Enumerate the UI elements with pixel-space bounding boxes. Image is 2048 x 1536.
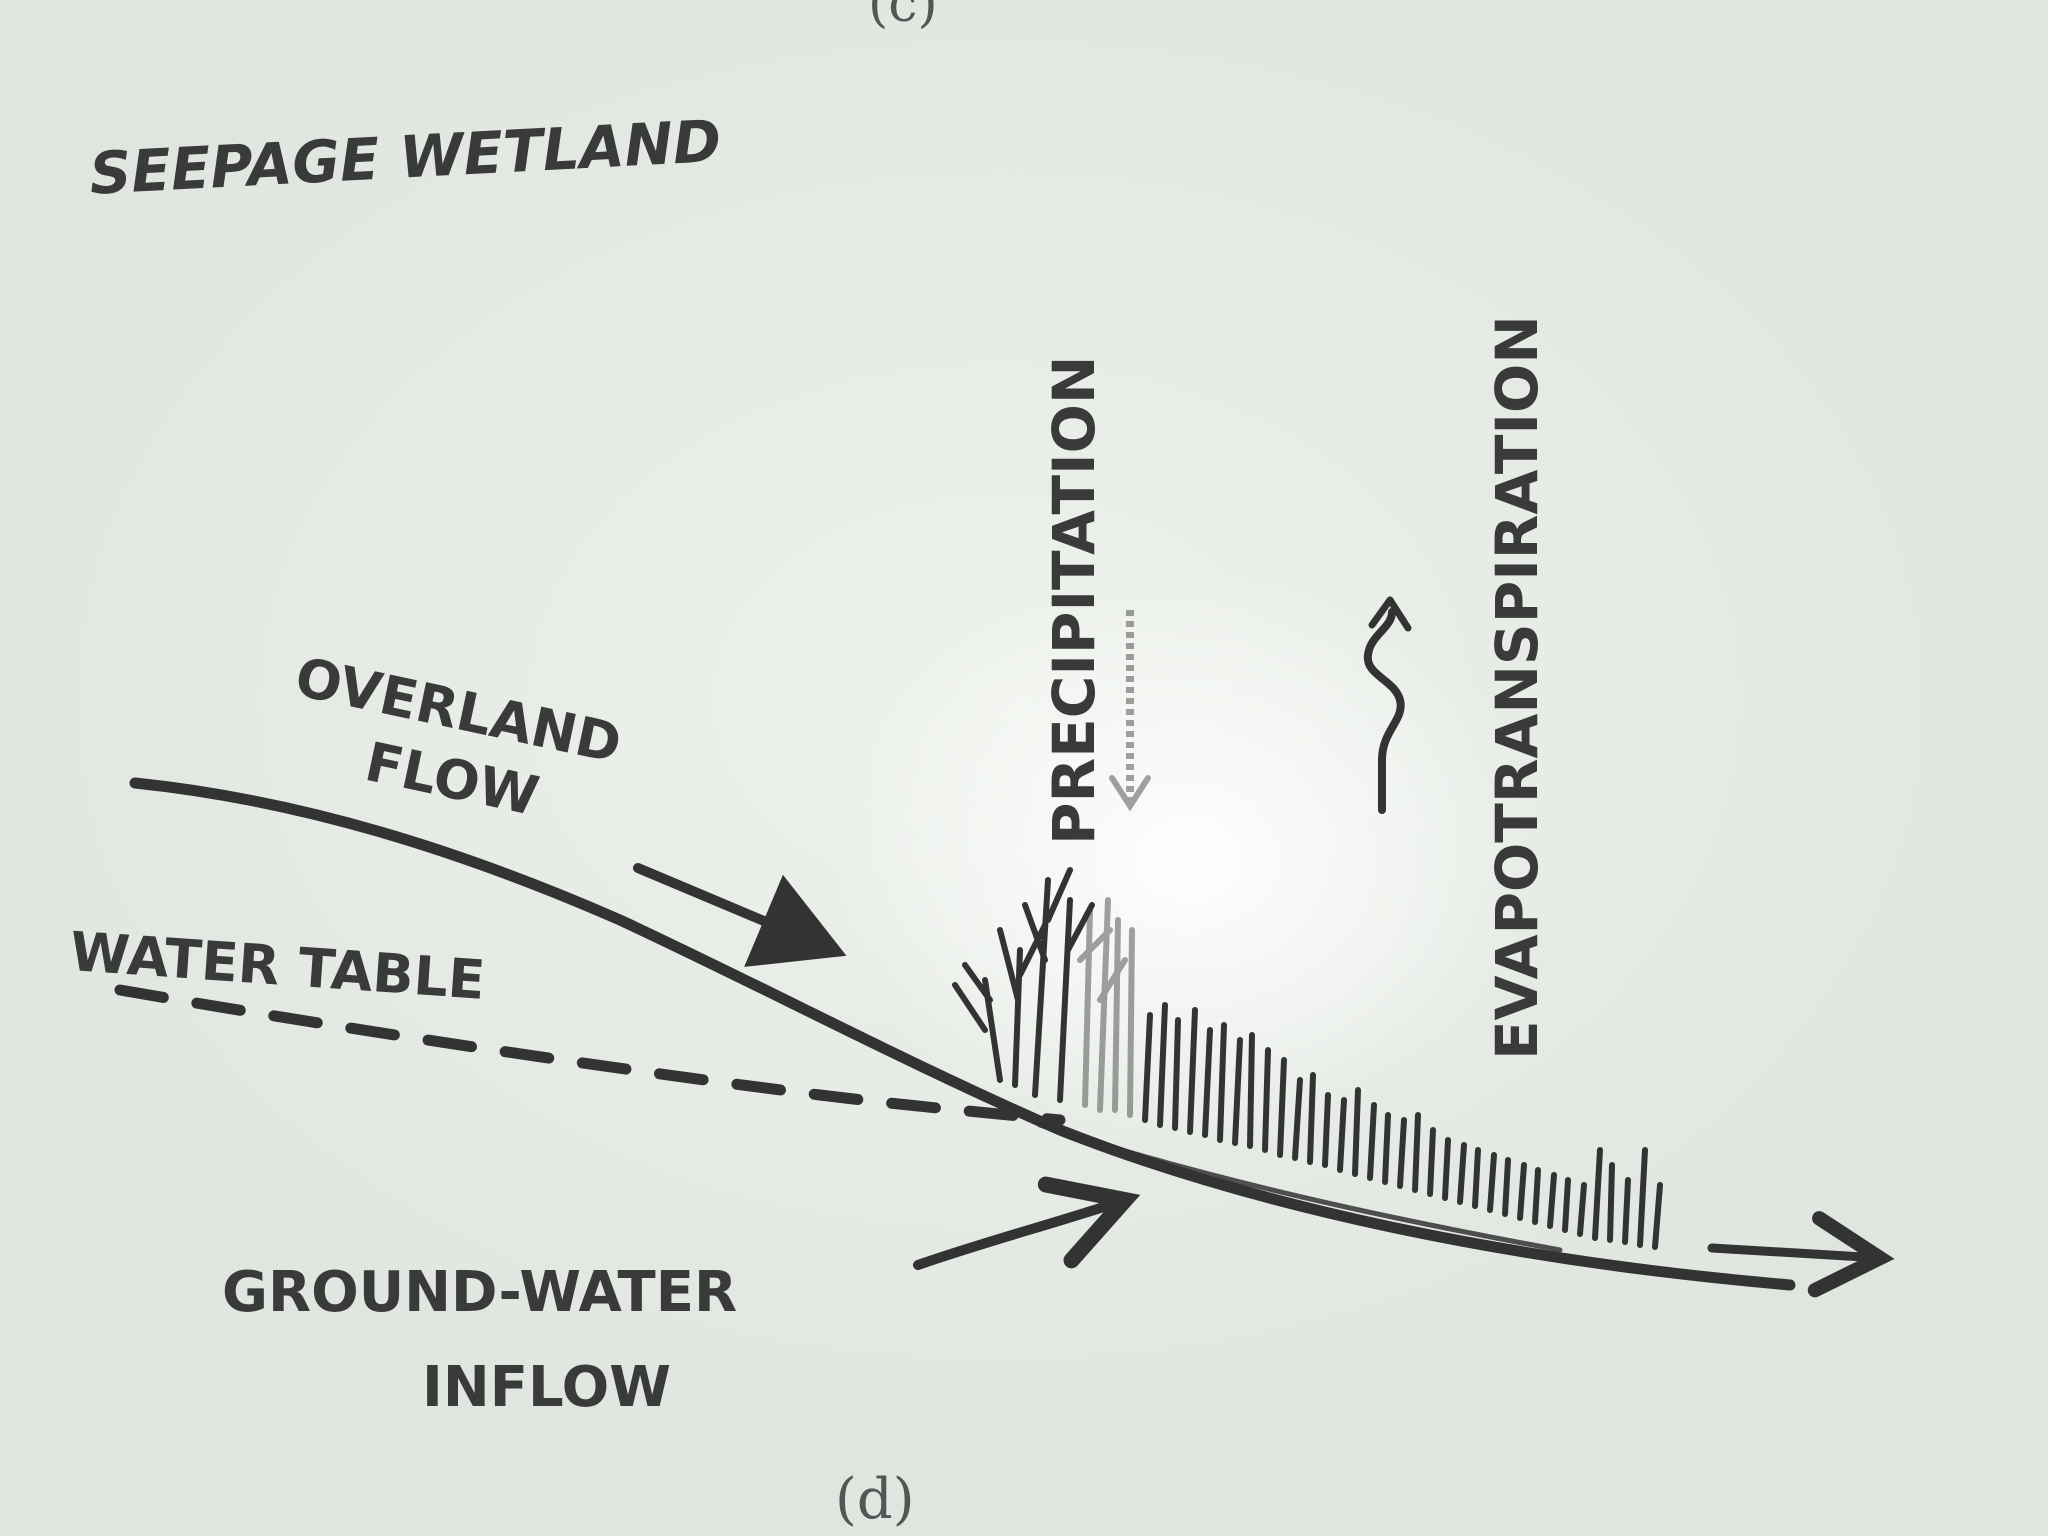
groundwater-inflow-label-line2: INFLOW bbox=[422, 1355, 672, 1420]
land-surface-line bbox=[129, 777, 1796, 1291]
precipitation-label: PRECIPITATION bbox=[1040, 355, 1108, 845]
overland-flow-arrow bbox=[633, 863, 847, 967]
previous-figure-caption: (c) bbox=[868, 0, 938, 34]
evapotranspiration-label: EVAPOTRANSPIRATION bbox=[1483, 315, 1551, 1060]
water-table-line bbox=[114, 984, 1066, 1126]
groundwater-inflow-arrow bbox=[913, 1176, 1141, 1270]
groundwater-inflow-label-line1: GROUND-WATER bbox=[222, 1260, 738, 1325]
seepage-face-line bbox=[1037, 1122, 1563, 1253]
wetland-vegetation bbox=[952, 867, 1663, 1250]
precipitation-arrow bbox=[1109, 610, 1151, 812]
evapotranspiration-arrowhead bbox=[1368, 596, 1412, 632]
evapotranspiration-arrow bbox=[1363, 608, 1405, 814]
figure-caption: (d) bbox=[835, 1467, 915, 1532]
outflow-arrow bbox=[1707, 1211, 1895, 1298]
